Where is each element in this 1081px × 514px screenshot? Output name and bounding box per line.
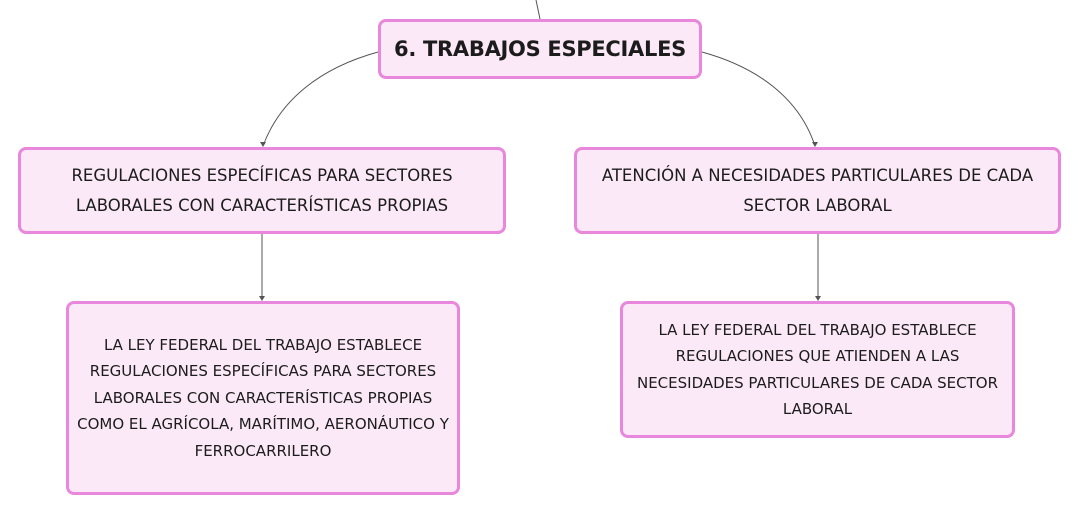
connector-root-to-right	[701, 51, 816, 147]
left-subtopic-label: REGULACIONES ESPECÍFICAS PARA SECTORES L…	[71, 165, 453, 215]
arrow-head-left-l1	[260, 142, 266, 147]
arrow-head-right-l2	[815, 296, 821, 301]
right-detail-node[interactable]: LA LEY FEDERAL DEL TRABAJO ESTABLECE REG…	[620, 301, 1015, 438]
right-subtopic-label: ATENCIÓN A NECESIDADES PARTICULARES DE C…	[601, 165, 1034, 215]
arrow-head-left-l2	[259, 296, 265, 301]
connector-parent-to-root	[535, 0, 541, 20]
left-subtopic-node[interactable]: REGULACIONES ESPECÍFICAS PARA SECTORES L…	[18, 147, 506, 234]
connector-root-to-left	[262, 51, 379, 147]
arrow-head-right-l1	[812, 142, 818, 147]
left-detail-node[interactable]: LA LEY FEDERAL DEL TRABAJO ESTABLECE REG…	[66, 301, 460, 495]
left-detail-label: LA LEY FEDERAL DEL TRABAJO ESTABLECE REG…	[77, 335, 449, 460]
root-topic-label: 6. TRABAJOS ESPECIALES	[394, 37, 686, 61]
right-detail-label: LA LEY FEDERAL DEL TRABAJO ESTABLECE REG…	[636, 320, 999, 419]
root-topic-node[interactable]: 6. TRABAJOS ESPECIALES	[378, 19, 702, 79]
right-subtopic-node[interactable]: ATENCIÓN A NECESIDADES PARTICULARES DE C…	[574, 147, 1061, 234]
